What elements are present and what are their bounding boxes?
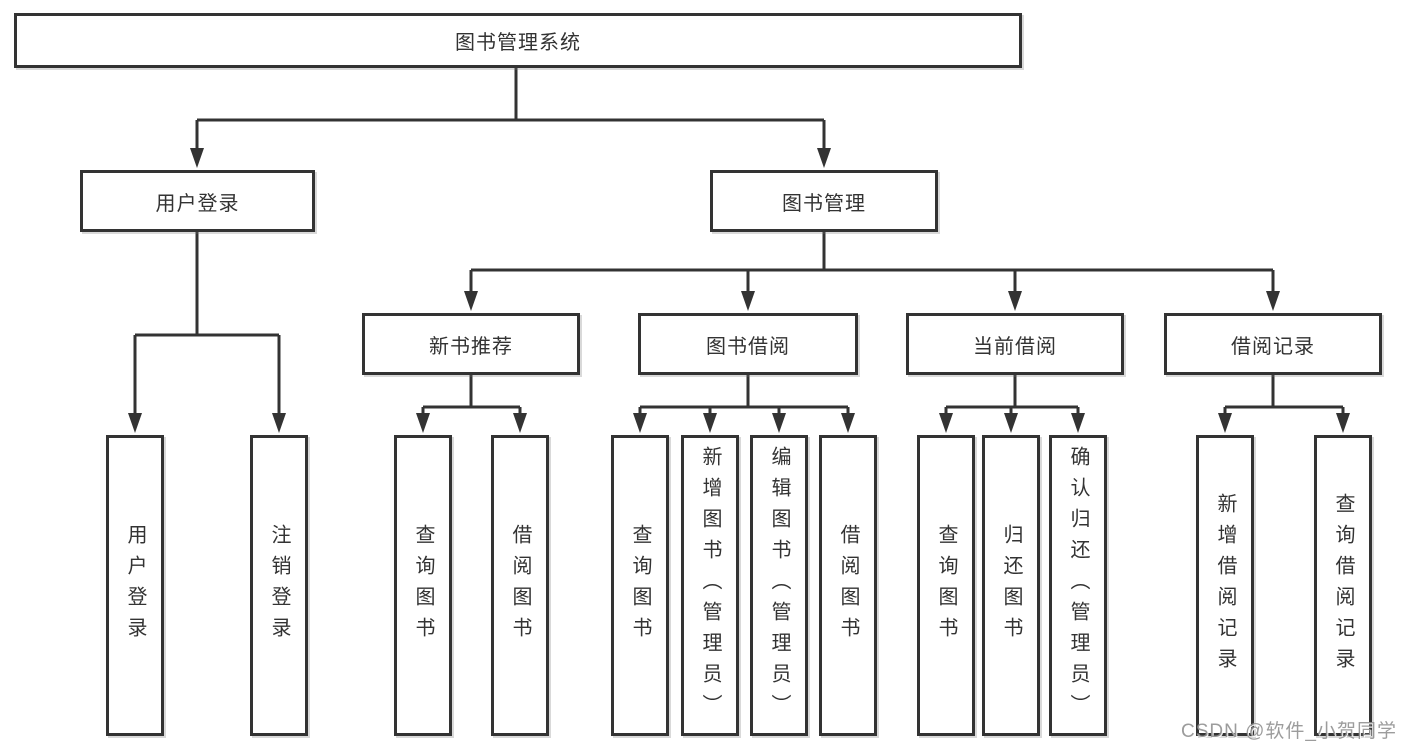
leaf-borrow-book: 借阅图书 — [819, 435, 877, 736]
csdn-watermark: CSDN @软件_小贺同学 — [1181, 721, 1397, 742]
leaf-return-book: 归还图书 — [982, 435, 1040, 736]
leaf-label: 新增借阅记录 — [1214, 492, 1236, 679]
leaf-user-login: 用户登录 — [106, 435, 164, 736]
node-root-label: 图书管理系统 — [455, 32, 581, 54]
leaf-label: 借阅图书 — [837, 523, 859, 648]
leaf-label: 查询图书 — [629, 523, 651, 648]
leaf-query-book-recommend: 查询图书 — [394, 435, 452, 736]
leaf-label: 新增图书（管理员） — [699, 446, 721, 725]
leaf-label: 用户登录 — [124, 523, 146, 648]
node-borrow-records: 借阅记录 — [1164, 313, 1382, 375]
node-current-borrow-label: 当前借阅 — [973, 335, 1057, 358]
node-current-borrow: 当前借阅 — [906, 313, 1124, 375]
node-new-book-recommend-label: 新书推荐 — [429, 335, 513, 358]
leaf-query-borrow-record: 查询借阅记录 — [1314, 435, 1372, 736]
node-borrow-records-label: 借阅记录 — [1231, 335, 1315, 358]
leaf-add-book-admin: 新增图书（管理员） — [681, 435, 739, 736]
leaf-label: 借阅图书 — [509, 523, 531, 648]
node-book-management: 图书管理 — [710, 170, 938, 232]
leaf-label: 归还图书 — [1000, 523, 1022, 648]
leaf-confirm-return-admin: 确认归还（管理员） — [1049, 435, 1107, 736]
node-user-login-label: 用户登录 — [155, 192, 240, 215]
node-root: 图书管理系统 — [14, 13, 1022, 68]
node-book-management-label: 图书管理 — [782, 192, 866, 215]
node-user-login: 用户登录 — [80, 170, 315, 232]
node-book-borrow-label: 图书借阅 — [706, 335, 790, 358]
arrowheads — [128, 148, 1350, 433]
leaf-query-book-borrow: 查询图书 — [611, 435, 669, 736]
leaf-label: 编辑图书（管理员） — [768, 446, 790, 725]
leaf-label: 确认归还（管理员） — [1067, 446, 1089, 725]
leaf-query-book-current: 查询图书 — [917, 435, 975, 736]
node-book-borrow: 图书借阅 — [638, 313, 858, 375]
leaf-logout: 注销登录 — [250, 435, 308, 736]
leaf-label: 查询图书 — [935, 523, 957, 648]
leaf-edit-book-admin: 编辑图书（管理员） — [750, 435, 808, 736]
leaf-add-borrow-record: 新增借阅记录 — [1196, 435, 1254, 736]
leaf-label: 查询图书 — [412, 523, 434, 648]
leaf-borrow-book-recommend: 借阅图书 — [491, 435, 549, 736]
leaf-label: 注销登录 — [268, 523, 290, 648]
leaf-label: 查询借阅记录 — [1332, 492, 1354, 679]
node-new-book-recommend: 新书推荐 — [362, 313, 580, 375]
